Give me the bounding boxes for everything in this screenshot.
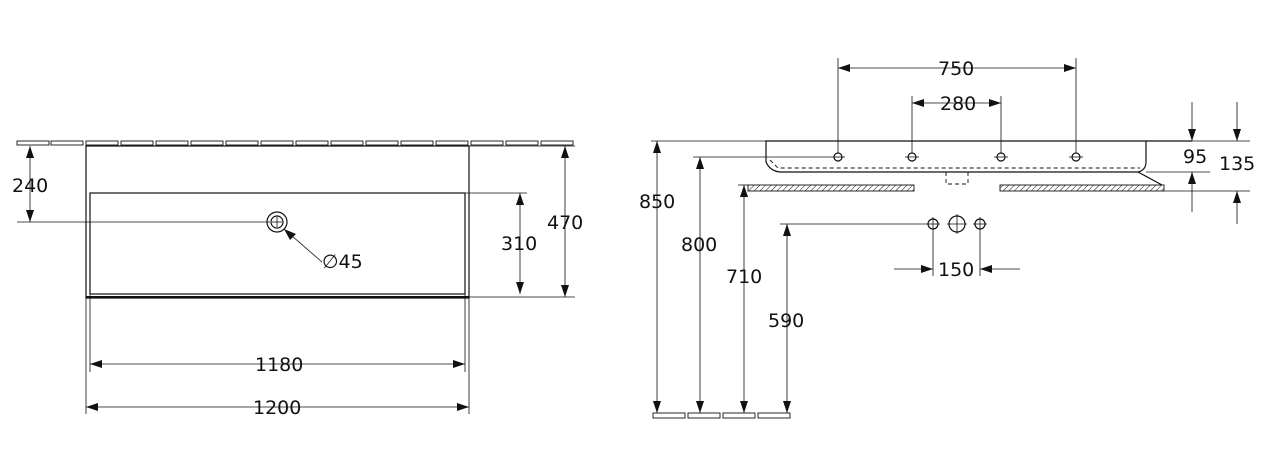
dim-1180-label: 1180	[255, 354, 303, 376]
dim-280-label: 280	[940, 93, 976, 115]
dim-710-label: 710	[726, 266, 762, 288]
dim-850-label: 850	[639, 191, 675, 213]
mounting-holes	[831, 152, 1083, 162]
dim-240-label: 240	[12, 175, 48, 197]
dim-750-label: 750	[938, 58, 974, 80]
dim-590-label: 590	[768, 310, 804, 332]
basin-inner	[89, 192, 466, 295]
dim-310-label: 310	[501, 233, 537, 255]
counter-left	[747, 184, 915, 192]
dim-800-label: 800	[681, 234, 717, 256]
dim-470-label: 470	[547, 212, 583, 234]
dim-95-label: 95	[1183, 146, 1207, 168]
wall-connection-holes	[926, 214, 987, 234]
front-view: 240 470 310 ∅45 1180 1200	[12, 140, 583, 419]
basin-profile	[765, 140, 1147, 173]
dim-150-label: 150	[938, 259, 974, 281]
dim-135-label: 135	[1219, 153, 1255, 175]
counter-right	[999, 184, 1165, 192]
floor-strip	[652, 412, 791, 419]
front-wall-strip	[16, 140, 574, 146]
tap-hole-inner	[270, 215, 284, 229]
side-view: 750 280 95 135 850 800	[639, 58, 1255, 419]
dim-45-label: ∅45	[322, 251, 363, 273]
dim-1200-label: 1200	[253, 397, 301, 419]
